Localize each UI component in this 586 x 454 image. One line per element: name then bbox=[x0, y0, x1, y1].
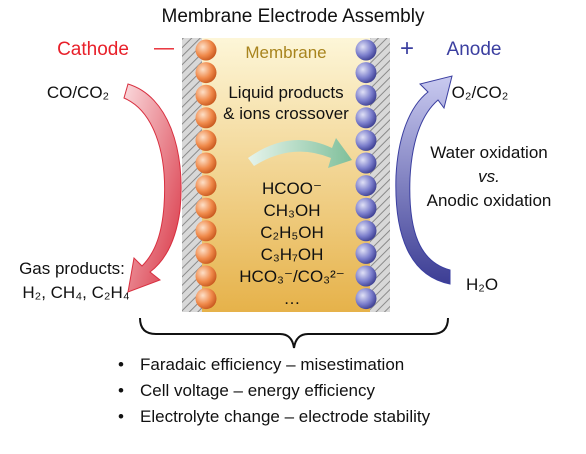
issue-bullet: • bbox=[118, 407, 124, 426]
crossover-arrow bbox=[248, 138, 352, 168]
cathode-catalyst-particle bbox=[195, 288, 217, 310]
issue-bullet: • bbox=[118, 381, 124, 400]
anode-catalyst-particle bbox=[355, 288, 377, 310]
cathode-catalyst-particle bbox=[195, 129, 217, 151]
anode-input: H₂O bbox=[466, 275, 498, 294]
cathode-catalyst-particle bbox=[195, 152, 217, 174]
anode-catalyst-particle bbox=[355, 129, 377, 151]
cathode-reaction-arrow bbox=[123, 83, 182, 293]
cathode-electrode-layer bbox=[182, 38, 202, 312]
cathode-catalyst-particle bbox=[195, 220, 217, 242]
anode-sign: + bbox=[400, 35, 414, 62]
anode-reaction-line2: vs. bbox=[478, 167, 500, 186]
cathode-output-line2: H₂, CH₄, C₂H₄ bbox=[22, 283, 129, 302]
membrane-label: Membrane bbox=[245, 43, 326, 62]
species-list: HCOO⁻ CH₃OH C₂H₅OH C₃H₇OH HCO₃⁻/CO₃²⁻ … bbox=[239, 179, 344, 308]
issue-bullet: • bbox=[118, 355, 124, 374]
cathode-catalyst-particle bbox=[195, 265, 217, 287]
membrane-species-item: HCOO⁻ bbox=[262, 179, 322, 198]
membrane-species-item: … bbox=[284, 289, 301, 308]
anode-catalyst-particle bbox=[355, 107, 377, 129]
cathode-label: Cathode bbox=[57, 39, 129, 60]
anode-reaction-line1: Water oxidation bbox=[430, 143, 547, 162]
issue-item: Faradaic efficiency – misestimation bbox=[140, 355, 404, 374]
anode-catalyst-particle bbox=[355, 84, 377, 106]
anode-reaction-line3: Anodic oxidation bbox=[427, 191, 552, 210]
cathode-output-line1: Gas products: bbox=[19, 259, 125, 278]
issue-item: Cell voltage – energy efficiency bbox=[140, 381, 375, 400]
anode-electrode-layer bbox=[370, 38, 390, 312]
anode-catalyst-particle bbox=[355, 265, 377, 287]
membrane-body bbox=[200, 38, 372, 312]
membrane-species-item: C₃H₇OH bbox=[261, 245, 324, 264]
summary-brace bbox=[139, 317, 449, 349]
cathode-catalyst-particles bbox=[195, 39, 217, 310]
anode-catalyst-particle bbox=[355, 220, 377, 242]
cathode-catalyst-particle bbox=[195, 107, 217, 129]
cathode-catalyst-particle bbox=[195, 39, 217, 61]
cathode-sign: — bbox=[154, 37, 174, 59]
cathode-catalyst-particle bbox=[195, 175, 217, 197]
anode-output: O₂/CO₂ bbox=[452, 83, 509, 102]
issues-list: • Faradaic efficiency – misestimation • Cel… bbox=[118, 355, 431, 426]
anode-label: Anode bbox=[447, 39, 502, 60]
anode-catalyst-particle bbox=[355, 152, 377, 174]
cathode-catalyst-particle bbox=[195, 62, 217, 84]
membrane-species-item: HCO₃⁻/CO₃²⁻ bbox=[239, 267, 344, 286]
cathode-catalyst-particle bbox=[195, 242, 217, 264]
crossover-text-line1: Liquid products bbox=[228, 83, 343, 102]
issue-item: Electrolyte change – electrode stability bbox=[140, 407, 431, 426]
anode-reaction-arrow bbox=[395, 75, 453, 285]
crossover-text-line2: & ions crossover bbox=[223, 104, 349, 123]
anode-catalyst-particle bbox=[355, 242, 377, 264]
membrane-species-item: C₂H₅OH bbox=[260, 223, 324, 242]
anode-catalyst-particle bbox=[355, 197, 377, 219]
cathode-catalyst-particle bbox=[195, 84, 217, 106]
cathode-catalyst-particle bbox=[195, 197, 217, 219]
cathode-input: CO/CO₂ bbox=[47, 83, 109, 102]
anode-catalyst-particle bbox=[355, 39, 377, 61]
anode-catalyst-particle bbox=[355, 62, 377, 84]
membrane-species-item: CH₃OH bbox=[264, 201, 321, 220]
anode-catalyst-particles bbox=[355, 39, 377, 310]
diagram-title: Membrane Electrode Assembly bbox=[162, 6, 425, 27]
anode-catalyst-particle bbox=[355, 175, 377, 197]
